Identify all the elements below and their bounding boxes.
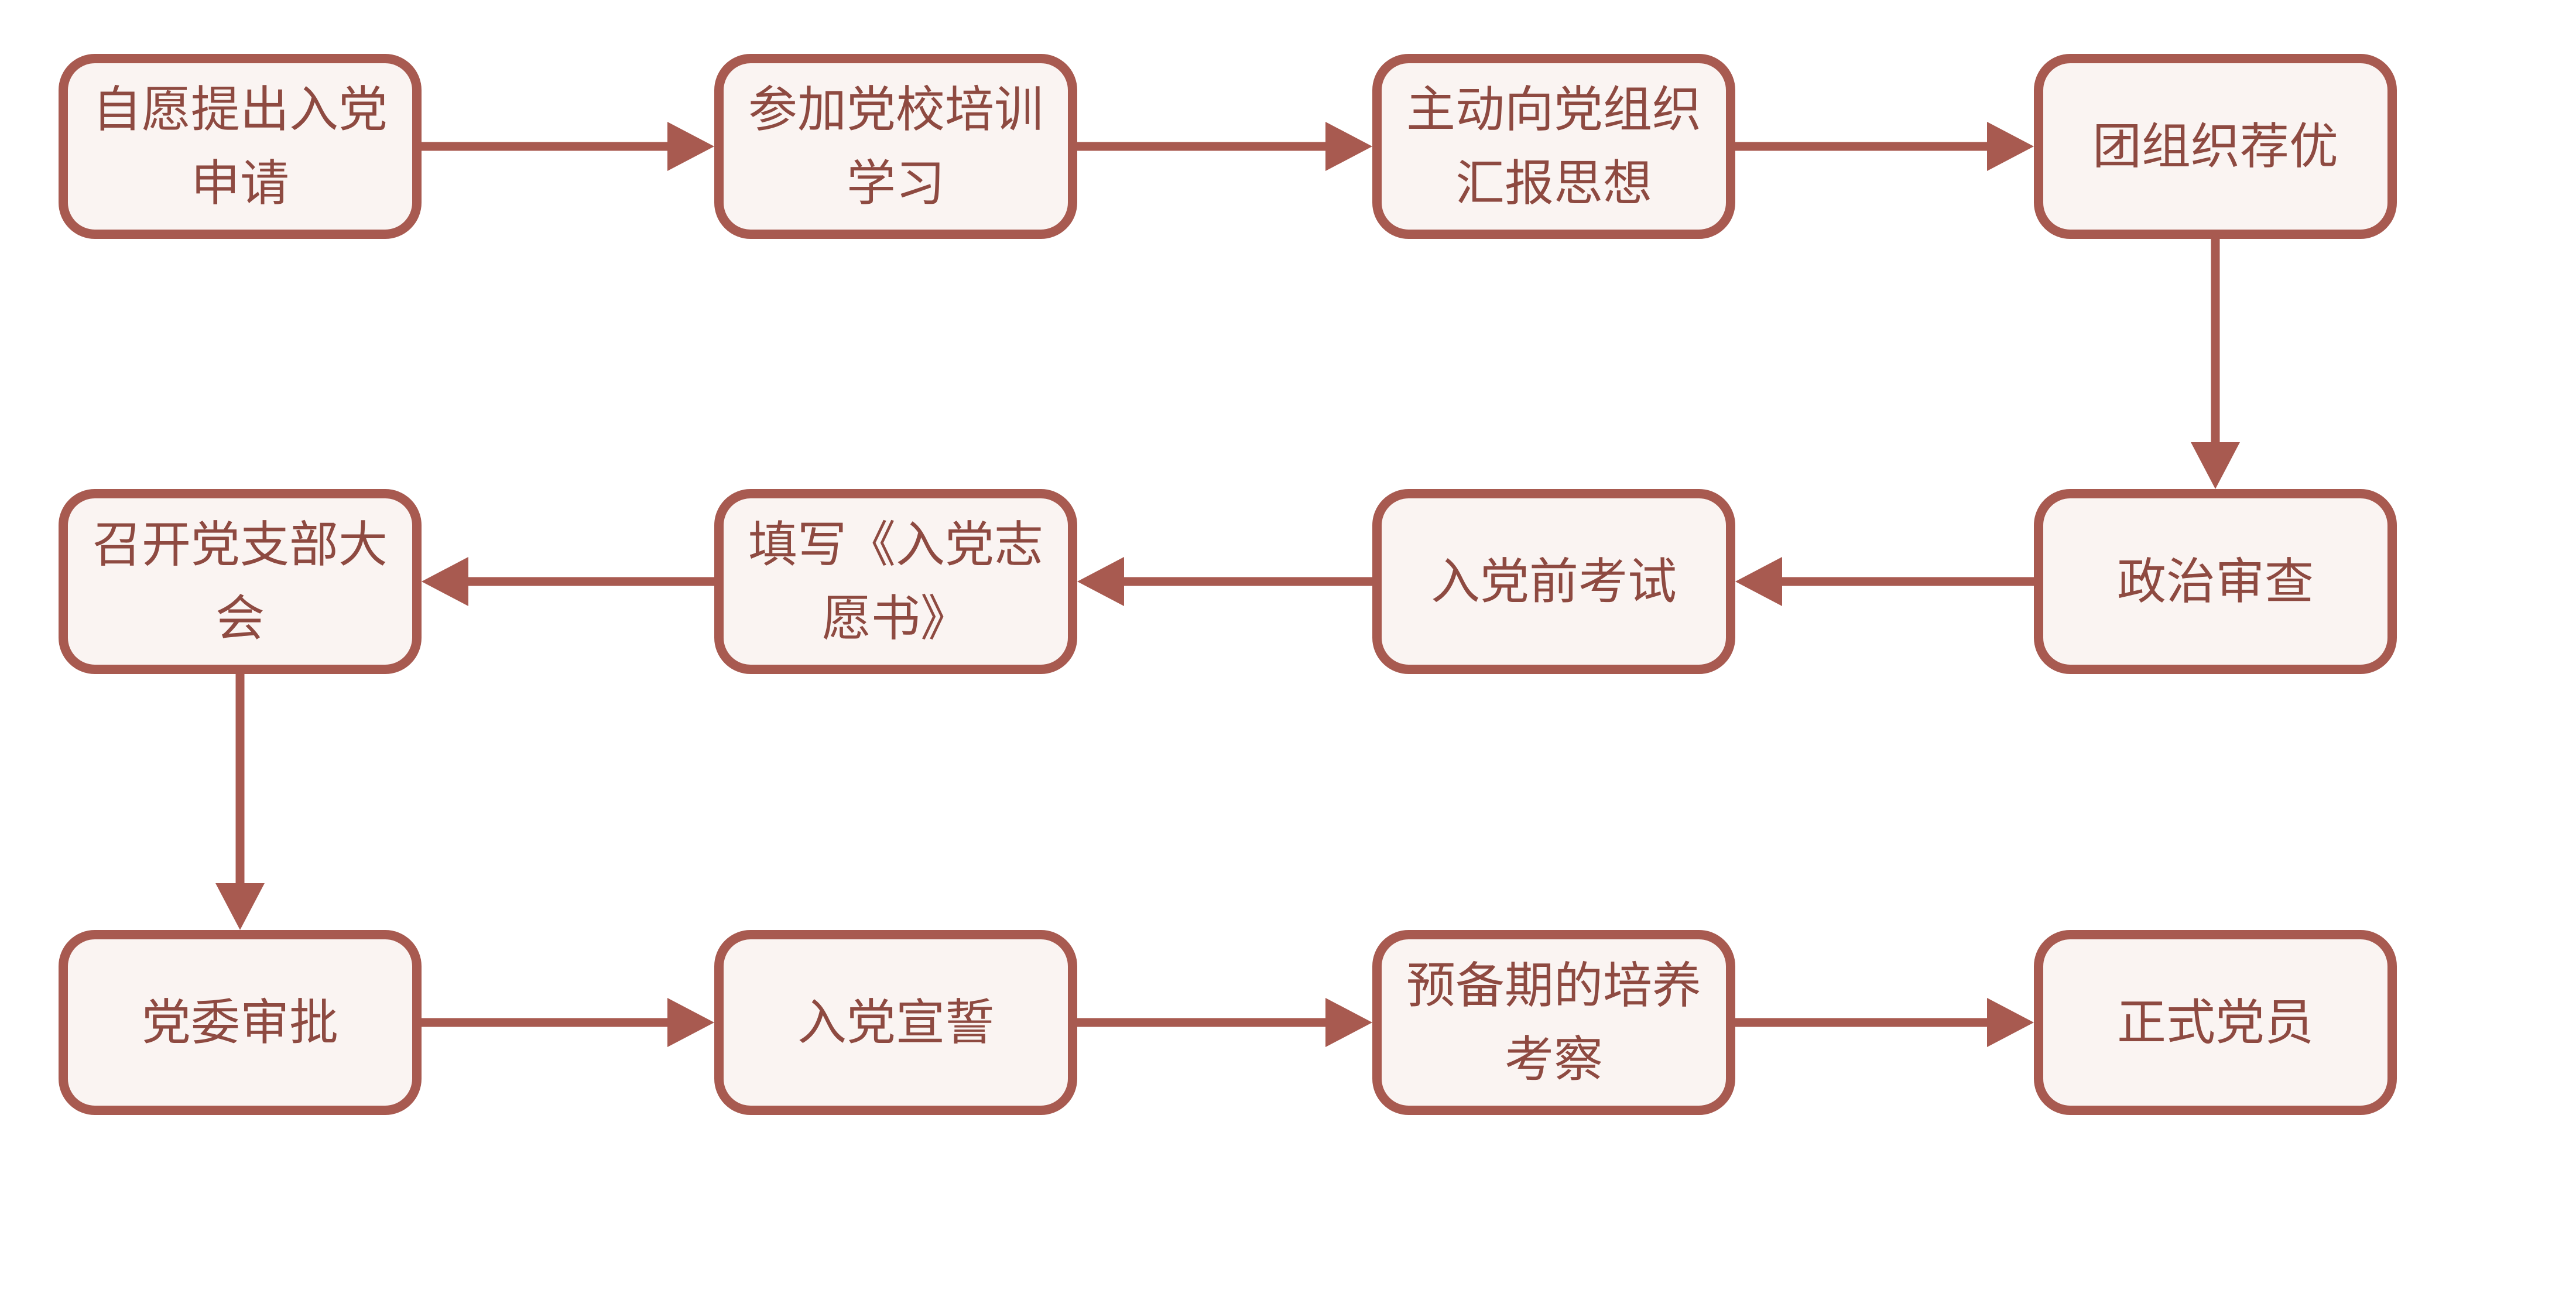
arrow-meeting-to-approval bbox=[215, 674, 265, 930]
arrow-apply-to-training bbox=[422, 122, 714, 171]
node-branch-meeting: 召开党支部大会 bbox=[59, 489, 422, 674]
arrow-approval-to-oath bbox=[422, 998, 714, 1047]
node-probation-review: 预备期的培养考察 bbox=[1372, 930, 1735, 1115]
node-committee-approval: 党委审批 bbox=[59, 930, 422, 1115]
arrow-form-to-meeting bbox=[422, 557, 714, 606]
node-label: 参加党校培训学习 bbox=[748, 82, 1043, 211]
arrow-training-to-report bbox=[1077, 122, 1372, 171]
arrow-report-to-league bbox=[1735, 122, 2034, 171]
node-political-review: 政治审查 bbox=[2034, 489, 2397, 674]
arrow-probation-to-member bbox=[1735, 998, 2034, 1047]
node-apply: 自愿提出入党申请 bbox=[59, 54, 422, 239]
node-label: 入党前考试 bbox=[1430, 554, 1677, 609]
node-label: 主动向党组织汇报思想 bbox=[1406, 82, 1701, 211]
node-label: 填写《入党志愿书》 bbox=[748, 517, 1043, 646]
arrow-exam-to-form bbox=[1077, 557, 1372, 606]
arrow-political-to-exam bbox=[1735, 557, 2034, 606]
node-league-recommendation: 团组织荐优 bbox=[2034, 54, 2397, 239]
node-pre-party-exam: 入党前考试 bbox=[1372, 489, 1735, 674]
node-oath: 入党宣誓 bbox=[714, 930, 1077, 1115]
node-label: 党委审批 bbox=[141, 995, 338, 1050]
node-full-member: 正式党员 bbox=[2034, 930, 2397, 1115]
node-label: 团组织荐优 bbox=[2092, 119, 2338, 174]
node-label: 正式党员 bbox=[2116, 995, 2314, 1050]
node-label: 召开党支部大会 bbox=[92, 517, 388, 646]
node-thought-report: 主动向党组织汇报思想 bbox=[1372, 54, 1735, 239]
node-label: 政治审查 bbox=[2116, 554, 2314, 609]
node-party-school-training: 参加党校培训学习 bbox=[714, 54, 1077, 239]
node-application-form: 填写《入党志愿书》 bbox=[714, 489, 1077, 674]
node-label: 入党宣誓 bbox=[797, 995, 994, 1050]
node-label: 自愿提出入党申请 bbox=[92, 82, 388, 211]
node-label: 预备期的培养考察 bbox=[1406, 958, 1701, 1087]
arrow-league-to-political bbox=[2191, 237, 2240, 489]
arrow-oath-to-probation bbox=[1077, 998, 1372, 1047]
